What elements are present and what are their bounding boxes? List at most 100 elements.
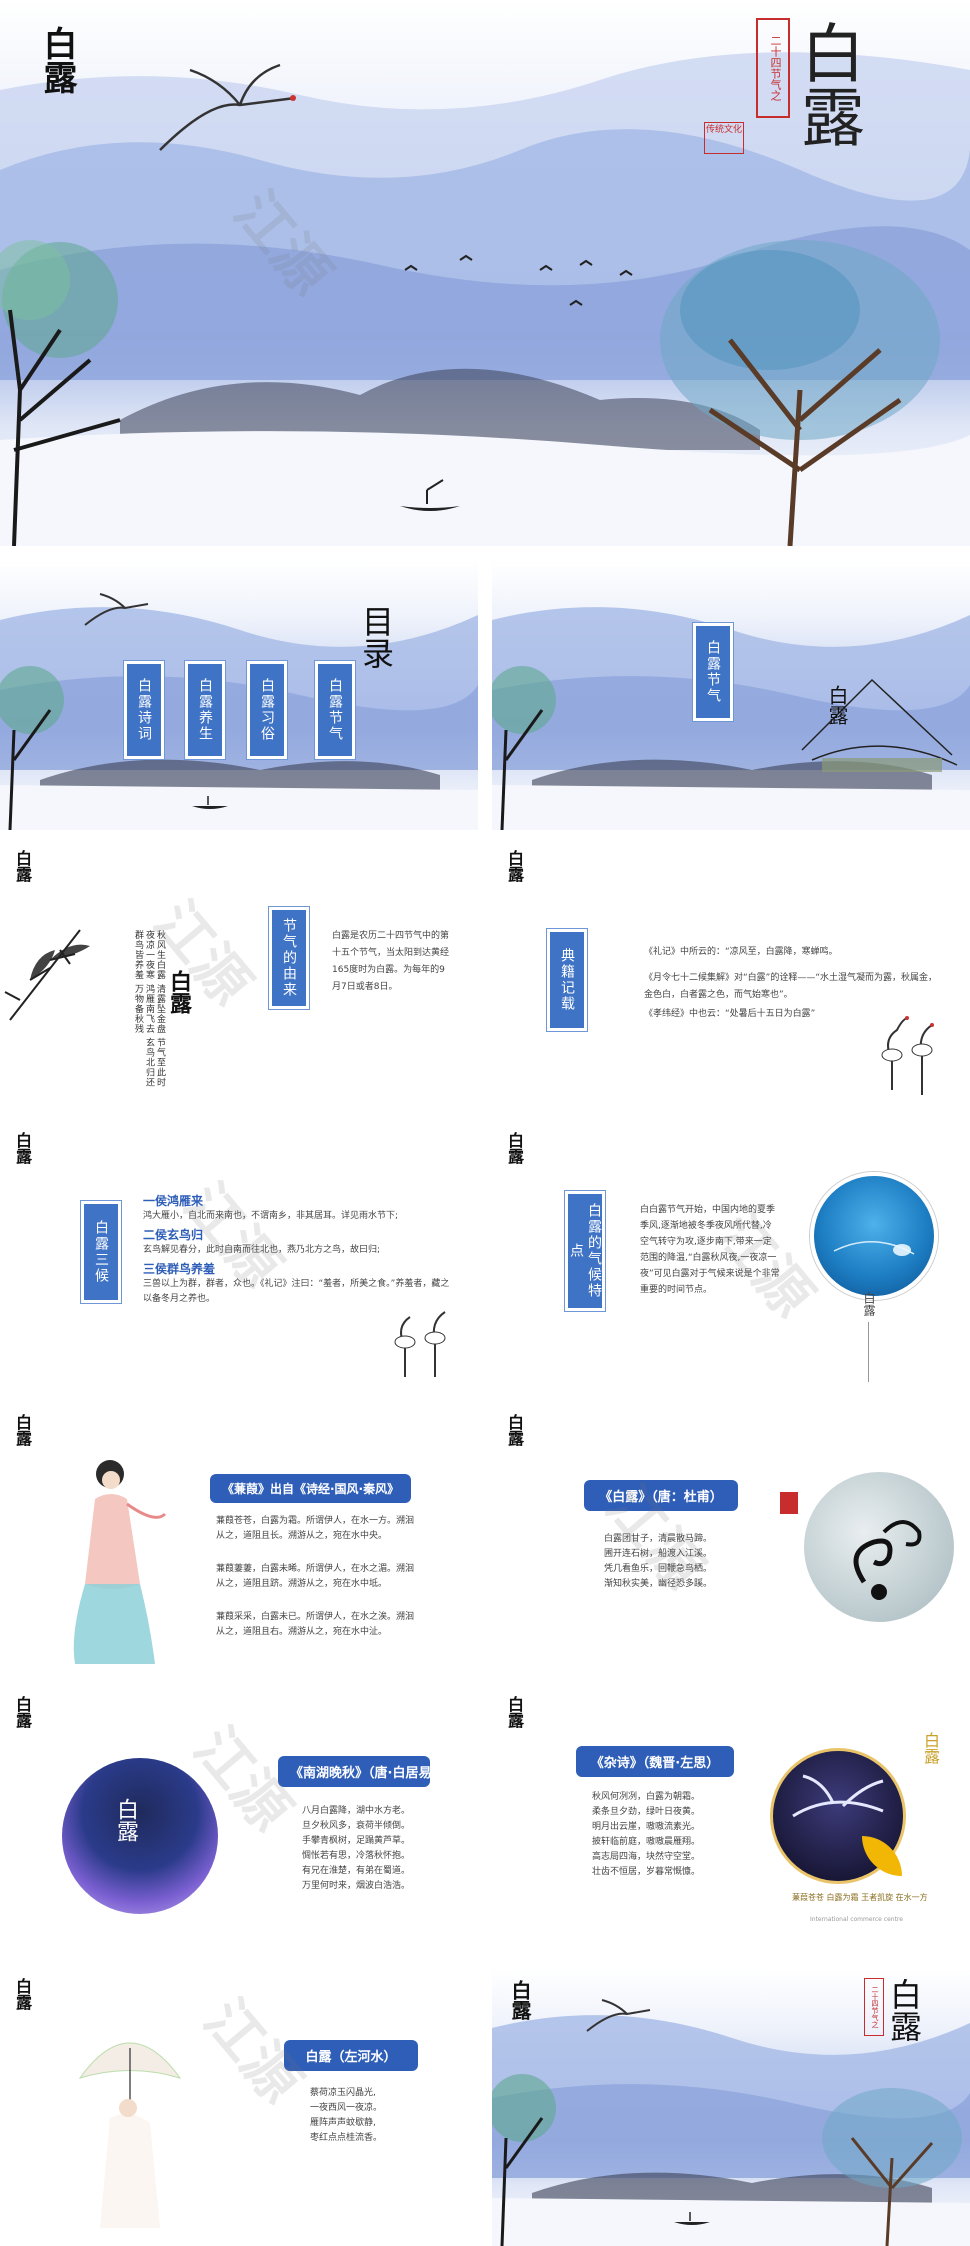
- ending-logo-word: 白露: [885, 1978, 923, 2042]
- dufu-lines: 白露团甘子，清晨散马蹄。 圃开连石树，船渡入江溪。 凭几看鱼乐，回鞭急鸟栖。 渐…: [604, 1532, 764, 1592]
- baijuyi-line-5: 有兄在淮楚，有弟在蜀道。: [302, 1866, 411, 1876]
- section-label: 白露节气: [696, 626, 730, 718]
- origin-slide: 白露 秋风生白露 清露坠金盘 节气至此时 夜凉一夜寒 鸿雁南飞去 玄鸟北归还 群…: [0, 840, 478, 1110]
- cover-slide: 白露 二十四节气之 传统文化 白露 江源: [0, 0, 970, 546]
- toc-item-customs[interactable]: 白露习俗: [250, 664, 284, 756]
- phase-2-title: 二侯玄鸟归: [143, 1228, 204, 1242]
- zuosi-lines: 秋风何冽冽，白露为朝霜。 柔条旦夕劲，绿叶日夜黄。 明月出云崖，嗷嗷流素光。 披…: [592, 1790, 742, 1880]
- section-tree-icon: [492, 666, 556, 830]
- section-slide: 白露节气 白露: [492, 560, 970, 830]
- baijuyi-line-3: 手攀青枫树，足蹋黄芦草。: [302, 1836, 411, 1846]
- zuohe-slide: 白露 白露（左河水） 蔡荷凉玉闪晶光, 一夜西风一夜凉。 雁阵声声蚊歇静, 枣红…: [0, 1968, 478, 2246]
- calligraphy-text: 秋风生白露 清露坠金盘 节气至此时 夜凉一夜寒 鸿雁南飞去 玄鸟北归还 群鸟皆养…: [133, 930, 165, 1088]
- ancient-lady-icon: [73, 1460, 167, 1664]
- baijuyi-slide: 白露 白露 《南湖晚秋》（唐·白居易） 八月白露降，湖中水方老。 旦夕秋风多，衰…: [0, 1686, 478, 1956]
- origin-brand: 白露: [13, 850, 32, 882]
- flying-crane-icon: [792, 1774, 884, 1818]
- zuohe-title: 白露（左河水）: [284, 2040, 418, 2071]
- dufu-brand: 白露: [505, 1414, 524, 1446]
- cover-seal: 二十四节气之: [756, 18, 790, 118]
- ending-brand: 白露: [508, 1980, 532, 2020]
- section-building-icon: [801, 678, 958, 772]
- classics-heading: 典籍记载: [550, 932, 584, 1028]
- climate-photo: [810, 1172, 938, 1300]
- zuosi-caption-small: International commerce centre: [810, 1916, 903, 1923]
- baijuyi-photo: 白露: [62, 1758, 218, 1914]
- bamboo-icon: [4, 929, 90, 1021]
- toc-mountains: [0, 607, 478, 830]
- dufu-photo: [804, 1472, 954, 1622]
- jianjia-stanza-3: 蒹葭采采，白露未已。所谓伊人，在水之涘。溯洄从之，道阻且右。溯游从之，宛在水中沚…: [216, 1612, 415, 1637]
- classics-line-2: 《月令七十二候集解》对“白露”的诠释——“水土湿气凝而为露，秋属金，金色白，白者…: [644, 973, 937, 1000]
- zuohe-line-4: 枣红点点桂流香。: [310, 2133, 383, 2143]
- baijuyi-line-6: 万里何时来，烟波白浩浩。: [302, 1881, 411, 1891]
- baijuyi-lines: 八月白露降，湖中水方老。 旦夕秋风多，衰荷半倾倒。 手攀青枫树，足蹋黄芦草。 惆…: [302, 1804, 452, 1894]
- origin-heading: 节气的由来: [272, 910, 306, 1006]
- toc-slide: 目录 白露诗词 白露养生 白露习俗 白露节气: [0, 560, 478, 830]
- climate-brand: 白露: [505, 1132, 524, 1164]
- zuosi-brand: 白露: [505, 1696, 524, 1728]
- zuosi-side-word: 白露: [921, 1732, 940, 1764]
- crane-icon: [159, 63, 296, 151]
- section-mountains: [492, 607, 970, 830]
- right-tree-icon: [660, 240, 940, 546]
- toc-title: 目录: [357, 605, 395, 669]
- dufu-line-2: 圃开连石树，船渡入江溪。: [604, 1549, 713, 1559]
- zuohe-brand: 白露: [13, 1978, 32, 2010]
- baijuyi-line-1: 八月白露降，湖中水方老。: [302, 1806, 411, 1816]
- dufu-line-4: 渐知秋实美，幽径恐多蹊。: [604, 1579, 713, 1589]
- toc-item-health[interactable]: 白露养生: [188, 664, 222, 756]
- climate-line: [868, 1322, 869, 1382]
- zuohe-lines: 蔡荷凉玉闪晶光, 一夜西风一夜凉。 雁阵声声蚊歇静, 枣红点点桂流香。: [310, 2086, 460, 2146]
- cover-logo-word: 白露: [790, 20, 864, 148]
- jianjia-stanza-1: 蒹葭苍苍，白露为霜。所谓伊人，在水一方。溯洄从之，道阻且长。溯游从之，宛在水中央…: [216, 1516, 415, 1541]
- paper-umbrella-icon: [78, 2042, 182, 2228]
- ending-boat-icon: [674, 2212, 710, 2225]
- phases-cranes-icon: [394, 1311, 446, 1377]
- left-tree-icon: [0, 240, 121, 546]
- cover-brand: 白露: [37, 26, 77, 94]
- ending-slide: 白露 二十四节气之 白露: [492, 1968, 970, 2246]
- three-phases-slide: 白露 白露三候 一侯鸿雁来 鸿大雁小，自北而来南也，不谓南乡，非其居耳。详见雨水…: [0, 1122, 478, 1392]
- baijuyi-title: 《南湖晚秋》（唐·白居易）: [278, 1756, 444, 1787]
- dufu-line-3: 凭几看鱼乐，回鞭急鸟栖。: [604, 1564, 713, 1574]
- classics-slide: 白露 典籍记载 《礼记》中所云的：“凉风至，白露降，寒蝉鸣。 《月令七十二候集解…: [492, 840, 970, 1110]
- dufu-seal: [780, 1492, 798, 1514]
- baijuyi-line-2: 旦夕秋风多，衰荷半倾倒。: [302, 1821, 411, 1831]
- phase-1-title: 一侯鸿雁来: [143, 1194, 204, 1208]
- birds-icon: [404, 254, 633, 306]
- zuohe-line-2: 一夜西风一夜凉。: [310, 2103, 383, 2113]
- zuosi-slide: 白露 《杂诗》（魏晋·左思） 秋风何冽冽，白露为朝霜。 柔条旦夕劲，绿叶日夜黄。…: [492, 1686, 970, 1956]
- ending-right-tree-icon: [822, 2088, 962, 2246]
- ending-left-tree-icon: [492, 2074, 556, 2246]
- cranes-icon: [881, 1016, 934, 1095]
- zuosi-line-4: 披轩临前庭，嗷嗷晨雁翔。: [592, 1837, 701, 1847]
- swirl-pattern-icon: [853, 1520, 922, 1600]
- ending-crane-icon: [586, 1999, 651, 2032]
- phase-3-title: 三侯群鸟养羞: [143, 1262, 216, 1276]
- toc-item-poems[interactable]: 白露诗词: [127, 664, 161, 756]
- jianjia-stanza-2: 蒹葭萋萋，白露未晞。所谓伊人，在水之湄。溯洄从之，道阻且跻。溯游从之，宛在水中坻…: [216, 1564, 415, 1589]
- fishing-boat-icon: [400, 479, 460, 511]
- phase-1-text: 鸿大雁小，自北而来南也，不谓南乡，非其居耳。详见雨水节下;: [143, 1211, 399, 1221]
- phase-1: 一侯鸿雁来 鸿大雁小，自北而来南也，不谓南乡，非其居耳。详见雨水节下;: [143, 1192, 453, 1224]
- zuosi-line-2: 柔条旦夕劲，绿叶日夜黄。: [592, 1807, 701, 1817]
- zuosi-line-6: 壮齿不恒居，岁暮常慨慷。: [592, 1867, 701, 1877]
- baijuyi-line-4: 惆怅若有思，冷落秋怀抱。: [302, 1851, 411, 1861]
- toc-crane-icon: [84, 593, 149, 626]
- phase-3: 三侯群鸟养羞 三兽以上为群，群者，众也。《礼记》注曰：“羞者，所美之食。”养羞者…: [143, 1260, 453, 1307]
- jianjia-slide: 白露 《蒹葭》出自《诗经·国风·秦风》 蒹葭苍苍，白露为霜。所谓伊人，在水一方。…: [0, 1404, 478, 1674]
- toc-item-solar-term[interactable]: 白露节气: [318, 664, 352, 756]
- toc-boat-icon: [192, 796, 228, 809]
- phases-brand: 白露: [13, 1132, 32, 1164]
- zuohe-line-3: 雁阵声声蚊歇静,: [310, 2118, 376, 2128]
- zuosi-line-3: 明月出云崖，嗷嗷流素光。: [592, 1822, 701, 1832]
- climate-vertical-label: 白露: [862, 1292, 876, 1316]
- phases-heading: 白露三候: [84, 1204, 118, 1300]
- cover-seal-small: 传统文化: [704, 122, 744, 154]
- phase-2: 二侯玄鸟归 玄鸟解见春分，此时自南而往北也，燕乃北方之鸟，故曰归;: [143, 1226, 453, 1258]
- baijuyi-circle-word: 白露: [113, 1798, 138, 1842]
- dew-drop-icon: [833, 1241, 915, 1256]
- origin-text: 白露是农历二十四节气中的第十五个节气，当太阳到达黄经165度时为白露。为每年的9…: [332, 931, 450, 992]
- phase-3-text: 三兽以上为群，群者，众也。《礼记》注曰：“羞者，所美之食。”养羞者，藏之以备冬月…: [143, 1279, 450, 1304]
